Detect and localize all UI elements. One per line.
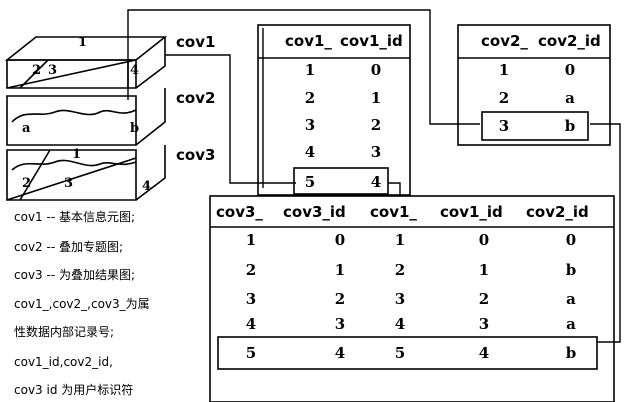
label-mid-a: a bbox=[22, 121, 31, 136]
label-cov1: cov1 bbox=[176, 33, 215, 51]
cov1-cell: 4 bbox=[305, 143, 315, 161]
cov3-cell: 4 bbox=[479, 344, 489, 362]
legend-line: cov3 id 为用户标识符 bbox=[14, 383, 134, 397]
label-mid-b: b bbox=[130, 121, 139, 136]
cov3-cell: 3 bbox=[395, 290, 405, 308]
cov2-cell: 2 bbox=[499, 89, 509, 107]
cov1-cell: 3 bbox=[305, 116, 315, 134]
layer-cov3-block bbox=[6, 145, 166, 201]
label-bot-3: 3 bbox=[64, 176, 73, 191]
layer-cov2-block bbox=[6, 88, 166, 146]
label-top-1: 1 bbox=[78, 35, 87, 50]
label-bot-1: 1 bbox=[72, 147, 81, 162]
cov3-cell: 0 bbox=[566, 231, 576, 249]
legend-line: cov1_id,cov2_id, bbox=[14, 355, 113, 369]
cov1-cell: 1 bbox=[371, 89, 381, 107]
cov2-cell: 3 bbox=[499, 117, 509, 135]
cov3-cell: 2 bbox=[479, 290, 489, 308]
cov2-cell: 0 bbox=[565, 61, 575, 79]
cov1-cell: 2 bbox=[371, 116, 381, 134]
legend-line: cov3 -- 为叠加结果图; bbox=[14, 268, 136, 282]
table-cov3: cov3_ cov3_id cov1_ cov1_id cov2_id 1 0 … bbox=[209, 195, 615, 402]
cov2-header-0: cov2_ bbox=[481, 32, 528, 50]
cov3-cell: 2 bbox=[246, 261, 256, 279]
cov3-cell: 1 bbox=[479, 261, 489, 279]
cov3-cell: 0 bbox=[479, 231, 489, 249]
cov3-cell: 3 bbox=[479, 315, 489, 333]
cov3-header-1: cov3_id bbox=[283, 203, 346, 221]
legend-line: cov2 -- 叠加专题图; bbox=[14, 240, 124, 254]
cov1-cell: 2 bbox=[305, 89, 315, 107]
cov3-cell: 5 bbox=[246, 344, 256, 362]
cov2-highlight-row bbox=[481, 111, 589, 141]
cov3-cell: 5 bbox=[395, 344, 405, 362]
cov1-cell: 0 bbox=[371, 61, 381, 79]
cov3-cell: a bbox=[566, 290, 576, 308]
legend-line: cov1 -- 基本信息元图; bbox=[14, 210, 136, 224]
legend-line: 性数据内部记录号; bbox=[14, 325, 115, 339]
cov2-cell: b bbox=[565, 117, 576, 135]
cov1-header-0: cov1_ bbox=[285, 32, 332, 50]
cov3-cell: 0 bbox=[335, 231, 345, 249]
cov3-cell: 1 bbox=[395, 231, 405, 249]
table-cov2: cov2_ cov2_id 1 0 2 a 3 b bbox=[457, 24, 611, 146]
label-bot-2: 2 bbox=[22, 176, 31, 191]
cov3-cell: 1 bbox=[335, 261, 345, 279]
label-top-4: 4 bbox=[130, 63, 139, 78]
table-cov1: cov1_ cov1_id 1 0 2 1 3 2 4 3 5 4 bbox=[257, 24, 411, 196]
cov1-cell: 4 bbox=[371, 173, 381, 191]
legend-line: cov1_,cov2_,cov3_为属 bbox=[14, 297, 150, 311]
label-top-3: 3 bbox=[48, 63, 57, 78]
cov3-cell: 4 bbox=[335, 344, 345, 362]
cov1-cell: 5 bbox=[305, 173, 315, 191]
cov1-cell: 3 bbox=[371, 143, 381, 161]
cov3-header-0: cov3_ bbox=[216, 203, 263, 221]
cov3-cell: b bbox=[566, 344, 577, 362]
label-top-2: 2 bbox=[32, 63, 41, 78]
cov3-cell: b bbox=[566, 261, 577, 279]
cov3-header-4: cov2_id bbox=[526, 203, 589, 221]
cov3-cell: 1 bbox=[246, 231, 256, 249]
cov3-header-2: cov1_ bbox=[370, 203, 417, 221]
cov3-cell: 3 bbox=[335, 315, 345, 333]
cov2-cell: a bbox=[565, 89, 575, 107]
cov3-cell: 4 bbox=[246, 315, 256, 333]
label-cov2: cov2 bbox=[176, 89, 215, 107]
cov3-highlight-row bbox=[217, 336, 598, 370]
connectors bbox=[127, 9, 621, 343]
cov3-cell: 4 bbox=[395, 315, 405, 333]
cov2-header-1: cov2_id bbox=[538, 32, 601, 50]
cov1-cell: 1 bbox=[305, 61, 315, 79]
cov1-highlight-row bbox=[293, 167, 389, 195]
cov3-cell: 2 bbox=[335, 290, 345, 308]
label-bot-4: 4 bbox=[142, 179, 151, 194]
cov1-header-1: cov1_id bbox=[340, 32, 403, 50]
cov3-cell: 3 bbox=[246, 290, 256, 308]
cov3-cell: a bbox=[566, 315, 576, 333]
cov3-cell: 2 bbox=[395, 261, 405, 279]
cov3-header-3: cov1_id bbox=[440, 203, 503, 221]
label-cov3: cov3 bbox=[176, 146, 215, 164]
cov2-cell: 1 bbox=[499, 61, 509, 79]
